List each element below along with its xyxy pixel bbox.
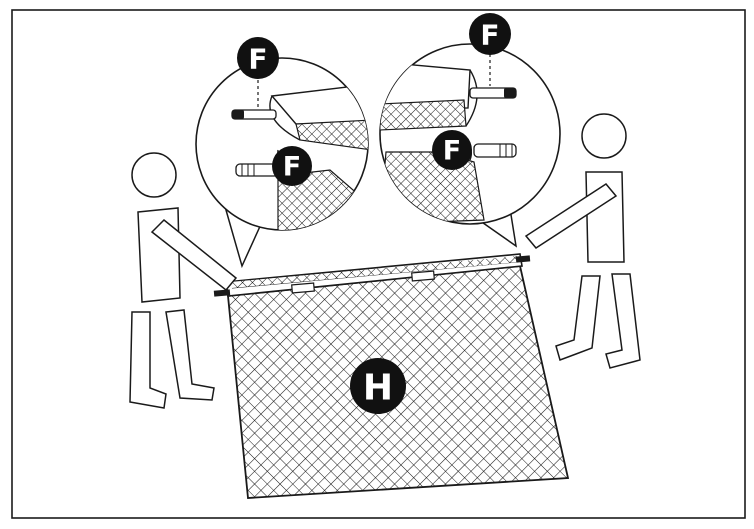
label-badge-f-top-right: F <box>469 13 511 55</box>
right-detail-callout <box>379 43 561 248</box>
label-badge-f-inner-left: F <box>272 146 312 186</box>
left-detail-callout <box>195 57 369 269</box>
left-person <box>129 152 238 409</box>
label-f-inner-left: F <box>283 152 301 183</box>
label-f-top-left: F <box>248 43 267 76</box>
frame-border <box>11 9 746 519</box>
label-badge-f-top-left: F <box>237 37 279 79</box>
label-f-inner-right: F <box>443 136 461 167</box>
label-f-top-right: F <box>480 19 499 52</box>
label-badge-h-net: H <box>350 358 406 414</box>
label-h-net: H <box>363 368 393 409</box>
right-person <box>524 113 641 369</box>
label-badge-f-inner-right: F <box>432 130 472 170</box>
